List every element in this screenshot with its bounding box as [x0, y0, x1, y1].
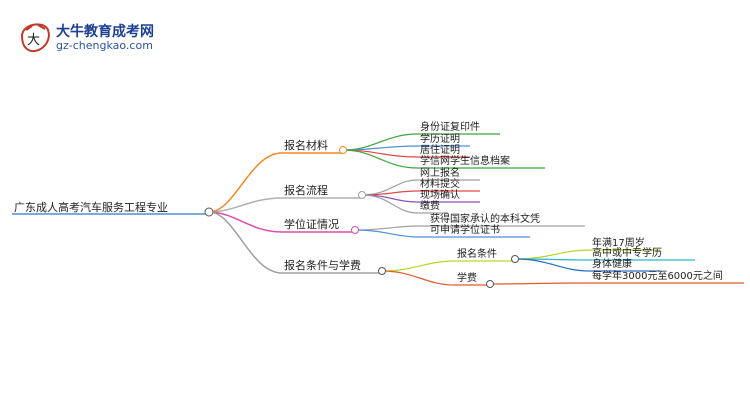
leaf-health-requirement[interactable]: 身体健康: [592, 259, 632, 270]
logo-url: gz-chengkao.com: [56, 39, 153, 52]
edge-root-conditions: [208, 211, 283, 274]
leaf-chsi-record[interactable]: 学信网学生信息档案: [420, 156, 510, 167]
svg-text:大: 大: [27, 33, 40, 48]
bull-logo-icon: 大: [20, 23, 50, 53]
leaf-education-proof[interactable]: 学历证明: [420, 134, 460, 145]
branch-conditions-fees[interactable]: 报名条件与学费: [284, 259, 361, 272]
branch-process[interactable]: 报名流程: [284, 184, 328, 197]
leaf-residence-proof[interactable]: 居住证明: [420, 145, 460, 156]
subbranch-conditions[interactable]: 报名条件: [457, 249, 497, 260]
leaf-tuition-range[interactable]: 每学年3000元至6000元之间: [592, 271, 723, 282]
leaf-age-requirement[interactable]: 年满17周岁: [592, 238, 645, 249]
leaf-submit-materials[interactable]: 材料提交: [420, 179, 460, 190]
branch-degree[interactable]: 学位证情况: [284, 218, 339, 231]
leaf-education-requirement[interactable]: 高中或中专学历: [592, 248, 662, 259]
branch-materials[interactable]: 报名材料: [284, 139, 328, 152]
logo-chinese-name: 大牛教育成考网: [56, 24, 154, 40]
edge-root-process: [208, 197, 283, 213]
leaf-onsite-confirm[interactable]: 现场确认: [420, 190, 460, 201]
root-node[interactable]: 广东成人高考汽车服务工程专业: [14, 201, 168, 214]
subbranch-fees[interactable]: 学费: [457, 273, 477, 284]
leaf-online-signup[interactable]: 网上报名: [420, 168, 460, 179]
root-node-dot: [204, 207, 214, 217]
leaf-apply-degree[interactable]: 可申请学位证书: [430, 225, 500, 236]
leaf-payment[interactable]: 缴费: [420, 201, 440, 212]
leaf-recognized-diploma[interactable]: 获得国家承认的本科文凭: [430, 214, 540, 225]
leaf-id-copy[interactable]: 身份证复印件: [420, 122, 480, 133]
edge-root-materials: [208, 152, 283, 213]
edge-root-degree: [208, 211, 283, 233]
site-logo[interactable]: 大 大牛教育成考网 gz-chengkao.com: [18, 16, 158, 54]
